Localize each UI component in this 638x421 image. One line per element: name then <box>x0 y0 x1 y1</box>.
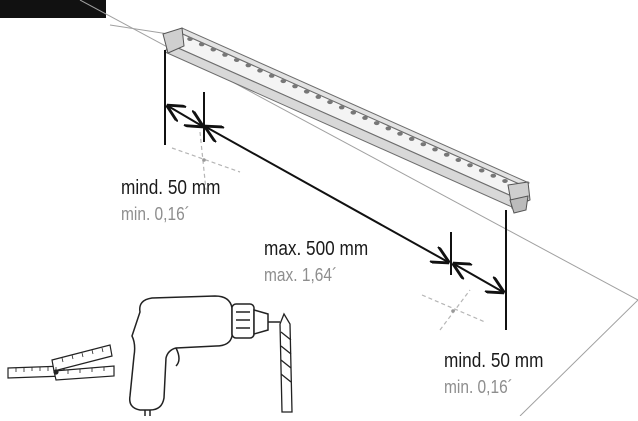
led-dot <box>397 131 403 136</box>
right-min-dimension <box>454 264 503 292</box>
led-dot <box>408 136 415 141</box>
led-dot <box>385 126 392 131</box>
span-max-dimension <box>206 127 448 262</box>
led-dot <box>373 121 380 126</box>
left-min-label: mind. 50 mm <box>121 177 221 199</box>
right-min-label: mind. 50 mm <box>444 350 544 372</box>
corner-badge <box>0 0 106 18</box>
led-dot <box>432 147 438 152</box>
led-dot <box>350 110 357 115</box>
dimension-lines <box>165 50 506 330</box>
led-dot <box>327 100 333 105</box>
led-dot <box>467 163 473 168</box>
led-dot <box>502 179 508 183</box>
led-dot <box>420 142 427 147</box>
led-dot <box>233 58 240 62</box>
left-min-dimension <box>168 106 202 126</box>
led-dot <box>198 42 205 47</box>
drill-bit-icon <box>279 312 293 413</box>
led-dot <box>245 63 252 68</box>
led-dot <box>303 89 310 94</box>
screw-position-marker-icon <box>171 131 241 191</box>
led-dot <box>338 105 345 110</box>
led-dot <box>187 37 193 41</box>
led-dot <box>257 68 263 73</box>
led-dot <box>315 94 322 99</box>
span-max-label: max. 500 mm <box>264 238 369 260</box>
power-drill-icon <box>128 295 280 416</box>
screw-position-marker-icon <box>421 289 486 331</box>
led-dot <box>210 47 217 52</box>
led-dot <box>455 158 462 162</box>
folding-ruler-icon <box>7 344 115 381</box>
led-dot <box>478 168 485 173</box>
led-dot <box>280 79 287 84</box>
led-dot <box>292 84 298 89</box>
led-dot <box>490 173 497 178</box>
led-dot <box>443 152 450 157</box>
led-dot <box>362 115 368 120</box>
led-dot <box>222 52 228 57</box>
led-dot <box>268 73 275 78</box>
right-min-imperial-label: min. 0,16´ <box>444 377 513 397</box>
left-min-imperial-label: min. 0,16´ <box>121 204 190 224</box>
span-max-imperial-label: max. 1,64´ <box>264 265 338 285</box>
